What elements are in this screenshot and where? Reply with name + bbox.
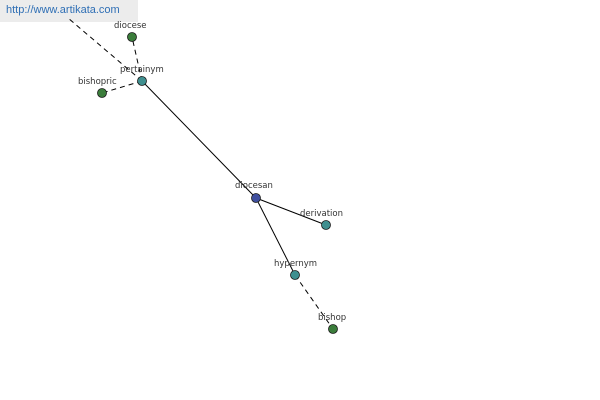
edge-pertainym-diocese	[131, 36, 143, 82]
edge-diocesan-derivation	[255, 197, 327, 226]
node-label-bishop: bishop	[318, 313, 346, 323]
node-hypernym[interactable]: hypernym	[274, 259, 317, 280]
node-label-pertainym: pertainym	[120, 65, 164, 75]
node-derivation[interactable]: derivation	[300, 209, 343, 230]
node-dot-diocesan[interactable]	[251, 193, 261, 203]
edge-hypernym-bishop	[294, 274, 334, 330]
node-label-diocese: diocese	[114, 21, 147, 31]
node-dot-bishop[interactable]	[328, 324, 338, 334]
edge-pertainym-bishopric	[101, 80, 143, 94]
node-label-hypernym: hypernym	[274, 259, 317, 269]
node-bishop[interactable]: bishop	[318, 313, 346, 334]
node-label-bishopric: bishopric	[78, 77, 117, 87]
node-bishopric[interactable]: bishopric	[78, 77, 117, 98]
node-label-derivation: derivation	[300, 209, 343, 219]
edge-pertainym-offscreen	[67, 17, 143, 82]
node-pertainym[interactable]: pertainym	[120, 65, 164, 86]
node-diocese[interactable]: diocese	[114, 21, 147, 42]
edges-layer	[67, 17, 334, 330]
node-label-diocesan: diocesan	[235, 181, 273, 191]
node-dot-bishopric[interactable]	[97, 88, 107, 98]
node-dot-diocese[interactable]	[127, 32, 137, 42]
node-dot-hypernym[interactable]	[290, 270, 300, 280]
node-dot-pertainym[interactable]	[137, 76, 147, 86]
source-link[interactable]: http://www.artikata.com	[6, 4, 120, 16]
node-diocesan[interactable]: diocesan	[235, 181, 273, 203]
source-banner: http://www.artikata.com	[0, 0, 138, 22]
edge-diocesan-pertainym	[141, 80, 257, 199]
nodes-layer: diocesan pertainym derivation hypernym dioce…	[78, 21, 346, 334]
edge-diocesan-hypernym	[255, 197, 296, 276]
node-dot-derivation[interactable]	[321, 220, 331, 230]
